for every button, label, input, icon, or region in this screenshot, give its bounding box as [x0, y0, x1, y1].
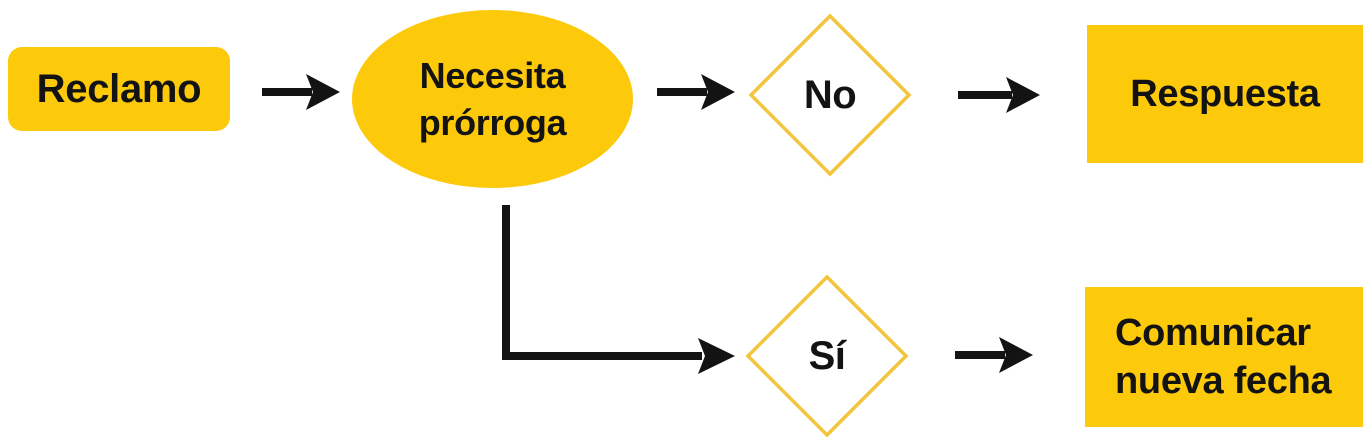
node-necesita-prorroga-label: Necesita prórroga — [418, 55, 567, 143]
arrow-si-to-comunicar-icon — [955, 337, 1033, 373]
node-no-label: No — [803, 72, 857, 117]
arrow-reclamo-to-necesita-icon — [262, 74, 340, 110]
node-comunicar-nueva-fecha: Comunicar nueva fecha — [1085, 287, 1363, 427]
node-reclamo: Reclamo — [8, 47, 230, 131]
elbow-connector-necesita-to-si-icon — [502, 205, 735, 374]
diamond-shape-no-icon — [748, 13, 912, 177]
diamond-shape-si-icon — [745, 274, 909, 438]
node-necesita-prorroga: Necesita prórroga — [352, 10, 633, 188]
arrow-no-to-respuesta-icon — [958, 77, 1040, 113]
node-si: Sí — [745, 274, 909, 438]
node-reclamo-label: Reclamo — [36, 66, 202, 111]
node-no: No — [748, 13, 912, 177]
arrow-necesita-to-no-icon — [657, 74, 735, 110]
node-respuesta: Respuesta — [1087, 25, 1363, 163]
node-si-label: Sí — [808, 333, 846, 378]
node-respuesta-label: Respuesta — [1130, 72, 1320, 115]
node-comunicar-nueva-fecha-label: Comunicar nueva fecha — [1115, 312, 1332, 402]
